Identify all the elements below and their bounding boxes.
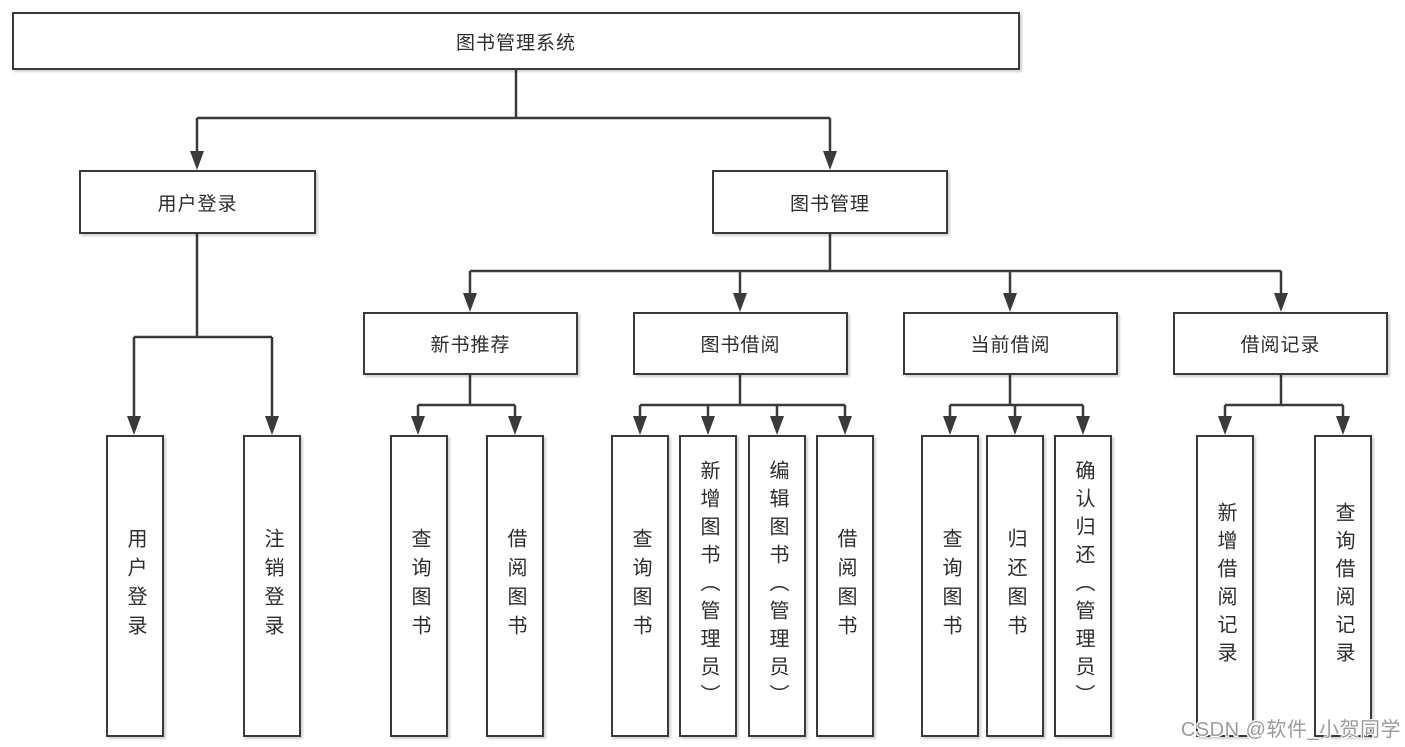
node-new-book-recommendation: 新书推荐 <box>363 312 578 375</box>
node-label: 借阅记录 <box>1240 335 1321 356</box>
leaf-label: 确认归还（管理员） <box>1072 460 1094 712</box>
leaf-label: 用户登录 <box>124 528 146 644</box>
leaf-add-borrow-record: 新增借阅记录 <box>1196 435 1254 737</box>
node-borrowing-records: 借阅记录 <box>1173 312 1388 375</box>
leaf-label: 编辑图书（管理员） <box>766 460 788 712</box>
leaf-query-borrow-record: 查询借阅记录 <box>1314 435 1372 737</box>
node-label: 当前借阅 <box>970 335 1051 356</box>
leaf-label: 借阅图书 <box>834 528 856 644</box>
node-label: 图书管理 <box>789 193 870 215</box>
leaf-label: 归还图书 <box>1004 528 1026 644</box>
node-book-management: 图书管理 <box>712 170 948 234</box>
leaf-logout: 注销登录 <box>243 435 301 737</box>
leaf-return-books: 归还图书 <box>986 435 1044 737</box>
leaf-borrow-books-recommend: 借阅图书 <box>486 435 544 737</box>
leaf-query-books-recommend: 查询图书 <box>390 435 448 737</box>
leaf-confirm-return-admin: 确认归还（管理员） <box>1054 435 1112 737</box>
leaf-label: 新增图书（管理员） <box>697 460 719 712</box>
leaf-edit-books-admin: 编辑图书（管理员） <box>748 435 806 737</box>
leaf-label: 查询图书 <box>629 528 651 644</box>
leaf-label: 借阅图书 <box>504 528 526 644</box>
node-label: 用户登录 <box>157 193 238 215</box>
leaf-user-login: 用户登录 <box>106 435 164 737</box>
node-label: 图书管理系统 <box>455 32 576 54</box>
csdn-watermark: CSDN @软件_小贺同学 <box>1180 719 1401 741</box>
leaf-label: 查询图书 <box>408 528 430 644</box>
node-book-borrowing: 图书借阅 <box>633 312 848 375</box>
leaf-label: 注销登录 <box>261 528 283 644</box>
leaf-label: 查询图书 <box>939 528 961 644</box>
leaf-add-books-admin: 新增图书（管理员） <box>679 435 737 737</box>
leaf-label: 查询借阅记录 <box>1332 502 1354 670</box>
node-label: 图书借阅 <box>700 335 781 356</box>
node-library-management-system: 图书管理系统 <box>12 12 1020 70</box>
node-label: 新书推荐 <box>430 335 511 356</box>
node-user-login: 用户登录 <box>79 170 316 234</box>
leaf-query-books-borrowing: 查询图书 <box>611 435 669 737</box>
leaf-query-books-current: 查询图书 <box>921 435 979 737</box>
node-current-borrowing: 当前借阅 <box>903 312 1118 375</box>
leaf-borrow-books: 借阅图书 <box>816 435 874 737</box>
leaf-label: 新增借阅记录 <box>1214 502 1236 670</box>
